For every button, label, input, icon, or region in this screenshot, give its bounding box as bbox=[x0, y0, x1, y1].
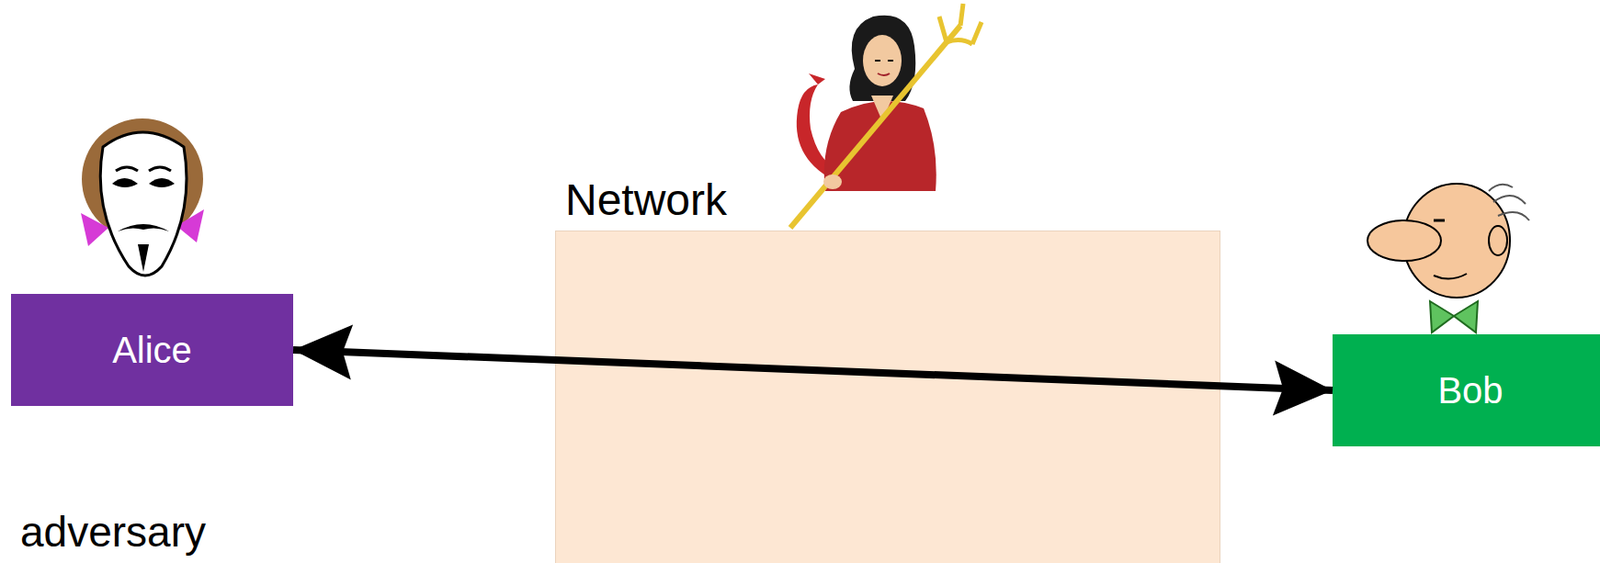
eye bbox=[1433, 219, 1445, 223]
label-group: adversary bbox=[20, 507, 206, 557]
box-label: Bob bbox=[1437, 370, 1503, 412]
party-box: Alice bbox=[11, 294, 294, 407]
region-label: Network bbox=[565, 174, 727, 226]
eye bbox=[148, 178, 175, 188]
mask bbox=[100, 132, 187, 276]
trident-prongs bbox=[939, 3, 982, 45]
box-label: Alice bbox=[112, 329, 193, 372]
network-region: Network bbox=[555, 230, 1221, 563]
hair bbox=[1488, 184, 1530, 221]
party-box: Bob bbox=[1332, 334, 1600, 447]
eyes bbox=[874, 59, 894, 62]
eye bbox=[112, 178, 138, 188]
caption-label: adversary bbox=[20, 507, 206, 557]
bob-figure bbox=[1367, 183, 1530, 333]
brow bbox=[115, 167, 138, 171]
brow bbox=[148, 167, 171, 171]
bowtie bbox=[1429, 301, 1478, 333]
mustache bbox=[117, 224, 170, 232]
tail-tip bbox=[808, 73, 826, 85]
hand bbox=[823, 174, 842, 190]
goatee bbox=[137, 244, 149, 273]
devil-figure bbox=[790, 3, 982, 228]
mouth bbox=[877, 73, 890, 76]
face bbox=[862, 34, 902, 87]
mask-figure bbox=[80, 118, 205, 276]
mouth bbox=[1433, 273, 1467, 280]
trident-shaft bbox=[790, 25, 961, 228]
bow bbox=[80, 213, 109, 247]
nose bbox=[1367, 220, 1442, 261]
ear bbox=[1488, 226, 1508, 256]
